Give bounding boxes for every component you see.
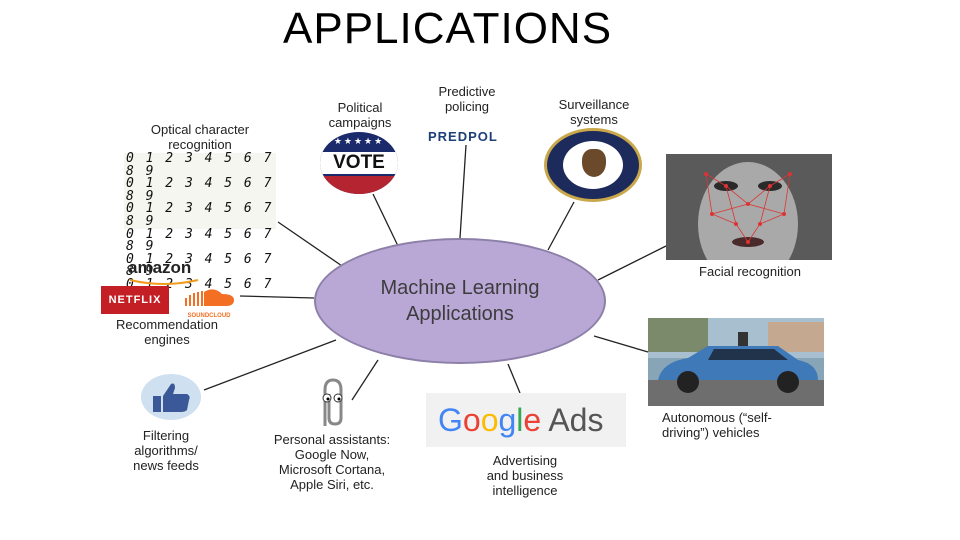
autonomous-label: Autonomous (“self- driving”) vehicles	[662, 410, 772, 440]
filtering-label: Filtering algorithms/ news feeds	[133, 428, 199, 473]
connector-advertising	[507, 363, 521, 394]
connector-recommend	[239, 295, 315, 299]
facial-label: Facial recognition	[699, 264, 801, 279]
face-mesh-image	[666, 154, 832, 260]
ocr-label: Optical character recognition	[150, 122, 250, 152]
paperclip-assistant-icon	[322, 378, 343, 426]
page-title: APPLICATIONS	[283, 4, 613, 53]
recommend-label: Recommendation engines	[116, 317, 218, 347]
ads-wordmark: Ads	[548, 402, 604, 438]
political-label: Political campaigns	[328, 100, 392, 130]
assistants-label: Personal assistants: Google Now, Microso…	[273, 432, 391, 492]
advertising-label: Advertising and business intelligence	[486, 453, 564, 498]
google-letter: e	[523, 402, 542, 438]
connector-surveillance	[547, 201, 575, 251]
soundcloud-cloud-icon	[185, 289, 234, 306]
thumbs-up-icon	[153, 383, 190, 412]
hub-line-2: Applications	[406, 303, 514, 325]
connector-assistants	[351, 359, 379, 401]
connector-facial	[597, 245, 667, 281]
self-driving-car-image	[648, 318, 824, 406]
nsa-seal-image	[544, 128, 642, 202]
google-letter: g	[498, 402, 517, 438]
eagle-icon	[582, 149, 606, 177]
vote-badge-image: ★★★★★ VOTE	[320, 132, 398, 194]
connector-filtering	[203, 339, 337, 391]
google-letter: o	[480, 402, 499, 438]
predpol-logo: PREDPOL	[428, 129, 498, 144]
connector-predictive	[459, 144, 467, 239]
connector-ocr	[277, 221, 346, 269]
surveillance-label: Surveillance systems	[558, 97, 630, 127]
google-letter: G	[438, 402, 463, 438]
google-letter: l	[516, 402, 524, 438]
amazon-logo: amazon	[128, 258, 192, 277]
netflix-logo: NETFLIX	[101, 286, 169, 314]
ocr-digits-image: 0 1 2 3 4 5 6 7 8 9 0 1 2 3 4 5 6 7 8 9 …	[124, 152, 276, 304]
google-letter: o	[462, 402, 481, 438]
amazon-smile-icon	[129, 279, 199, 285]
soundcloud-logo: SOUNDCLOUD	[180, 286, 238, 319]
predictive-label: Predictive policing	[438, 84, 496, 114]
hub-ellipse: Machine Learning Applications	[314, 238, 606, 364]
hub-line-1: Machine Learning	[380, 277, 540, 299]
thumbs-up-image	[141, 374, 201, 420]
google-ads-logo: Google Ads	[426, 393, 626, 447]
connector-political	[372, 193, 399, 247]
connector-autonomous	[593, 335, 649, 353]
google-wordmark: Google	[438, 402, 548, 438]
